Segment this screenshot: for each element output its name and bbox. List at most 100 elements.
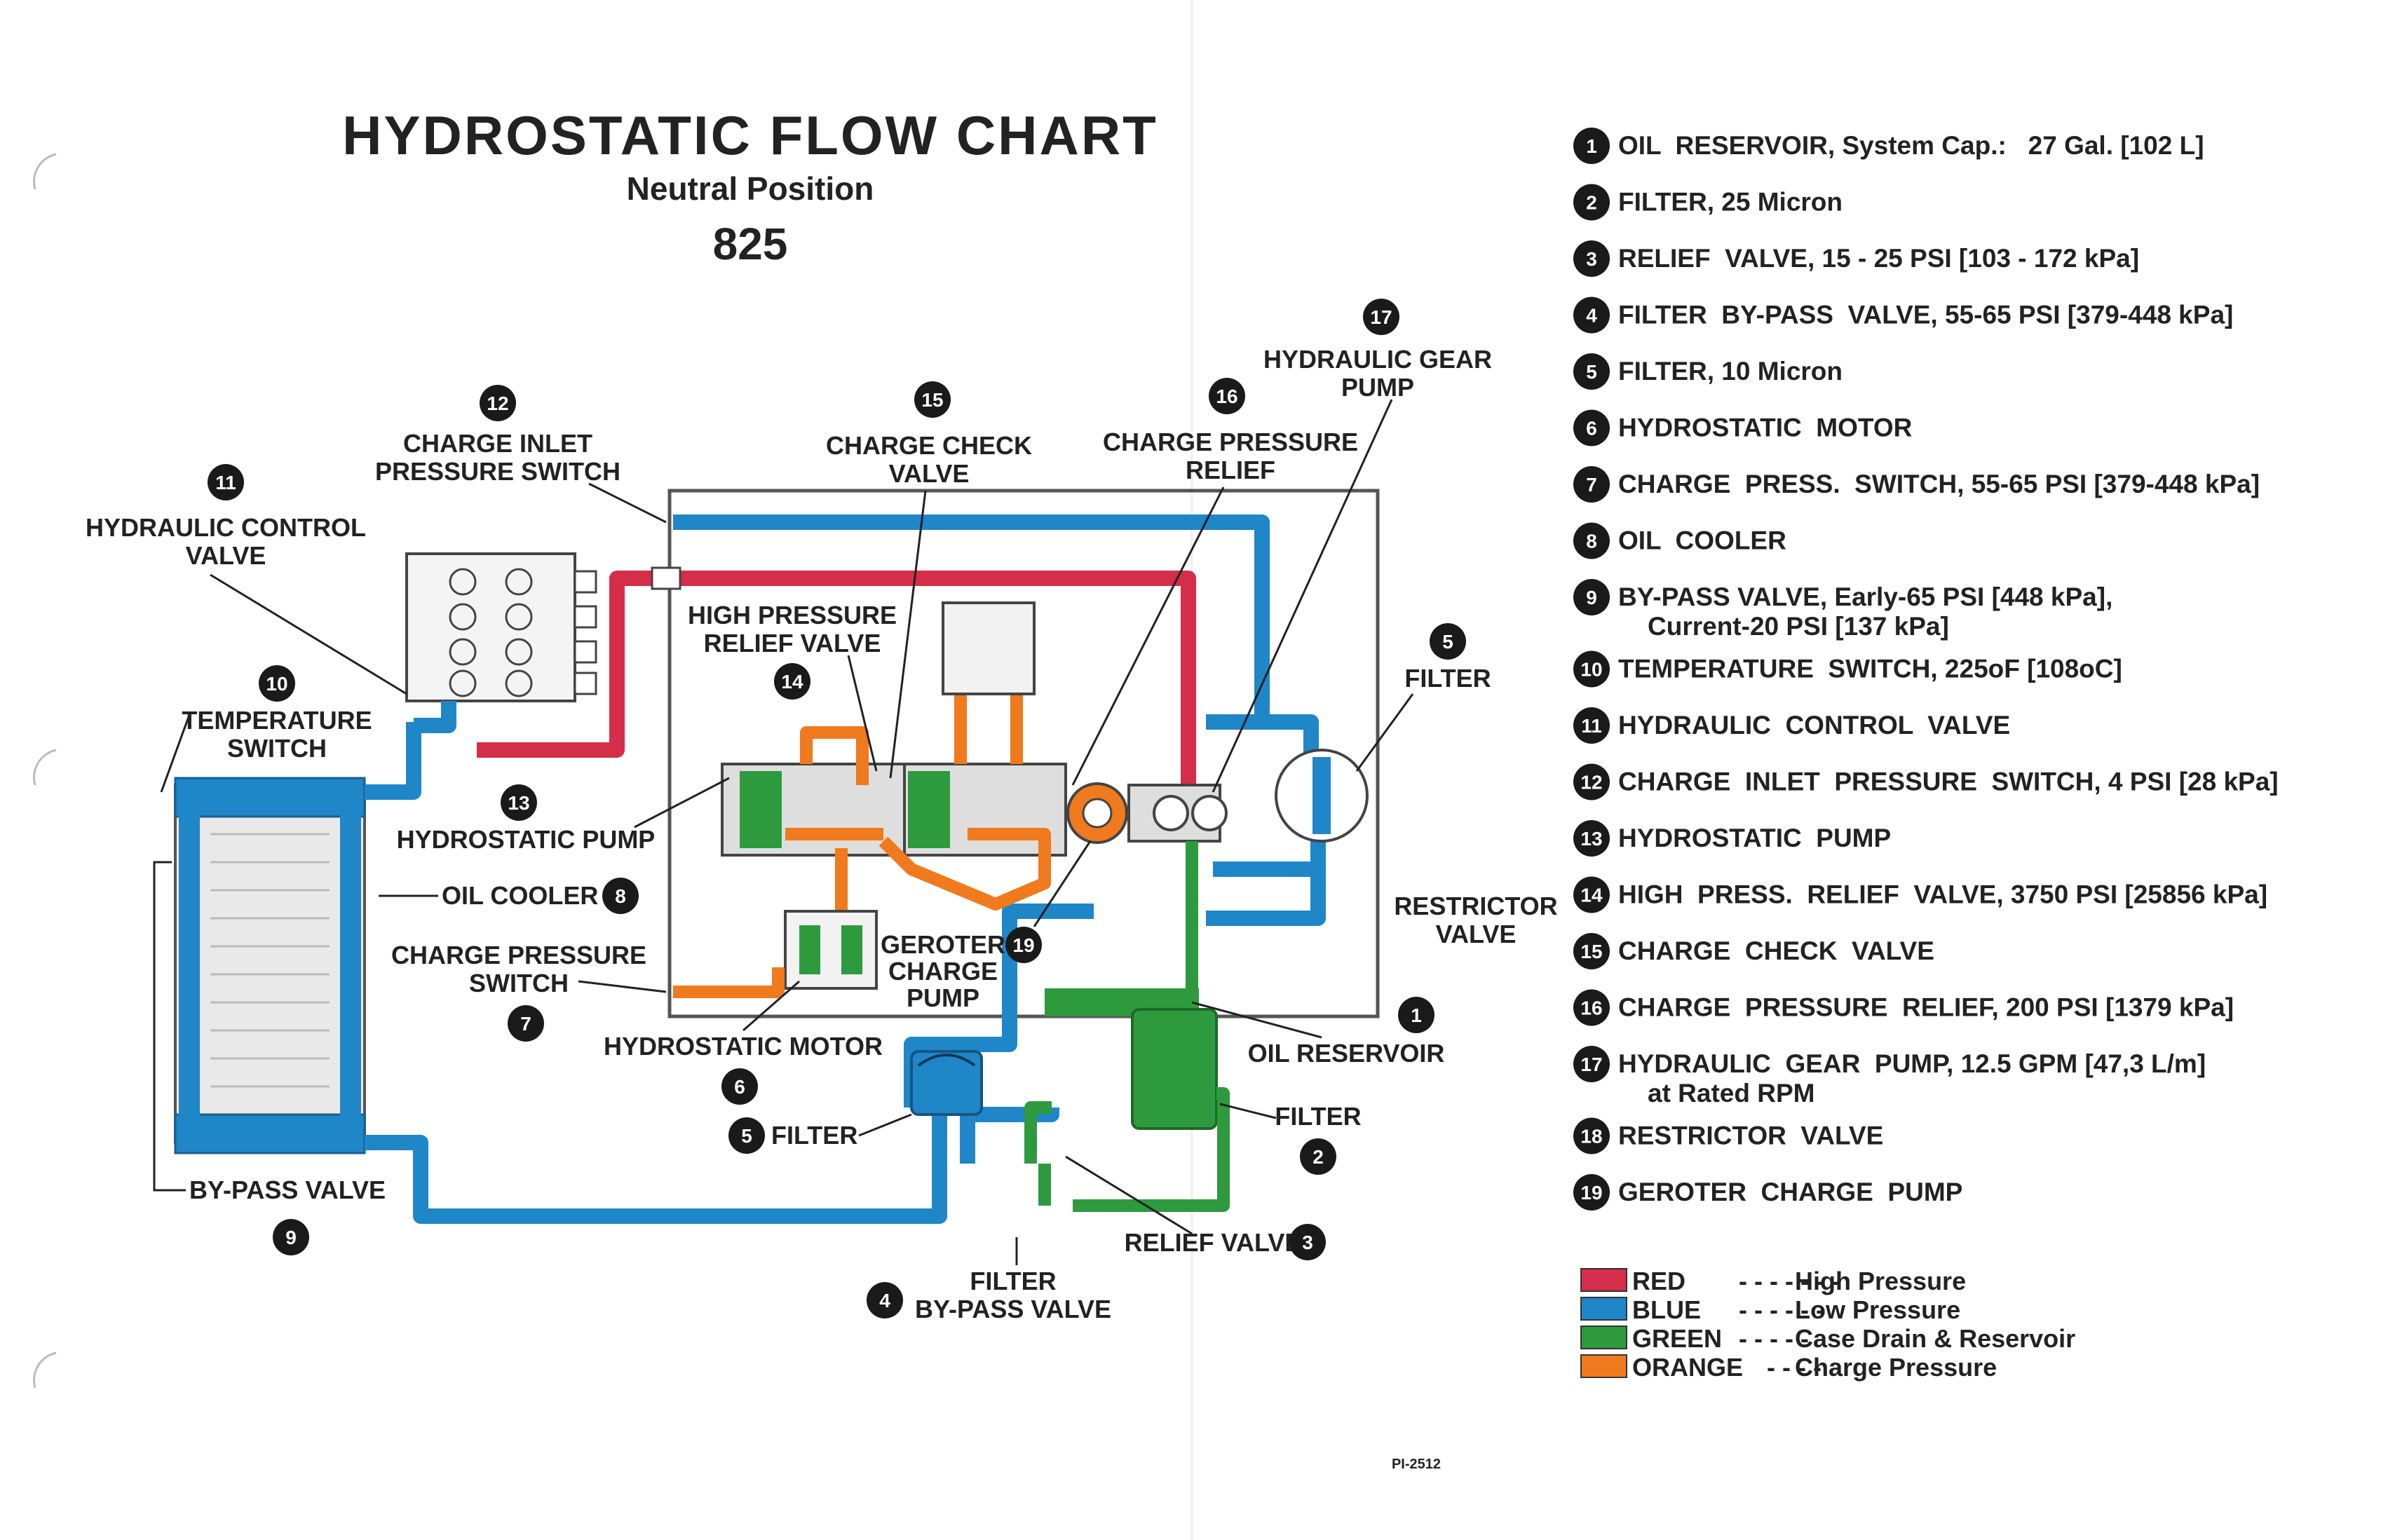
callout-13-label: HYDROSTATIC PUMP <box>397 825 656 854</box>
high-pressure-lines <box>477 566 1196 789</box>
callout-17-badge <box>1363 299 1399 335</box>
key-text: CHARGE INLET PRESSURE SWITCH, 4 PSI [28 … <box>1618 768 2279 796</box>
legend-color-name: ORANGE <box>1632 1353 1743 1382</box>
legend-swatch <box>1580 1268 1627 1292</box>
legend-meaning: Charge Pressure <box>1795 1353 1997 1382</box>
oil-cooler-unit <box>174 777 366 1154</box>
key-text: HYDRAULIC CONTROL VALVE <box>1618 711 2010 740</box>
callout-3-badge <box>1289 1224 1326 1260</box>
callout-5-left-number: 5 <box>741 1125 752 1147</box>
callout-6-number: 6 <box>734 1076 745 1098</box>
key-text: GEROTER CHARGE PUMP <box>1618 1178 1962 1206</box>
callout-3-label: RELIEF VALVE <box>1125 1228 1302 1257</box>
callout-19-badge <box>1005 927 1042 963</box>
key-text: HIGH PRESS. RELIEF VALVE, 3750 PSI [2585… <box>1618 880 2267 909</box>
callout-7-badge <box>508 1005 544 1042</box>
key-text: CHARGE PRESSURE RELIEF, 200 PSI [1379 kP… <box>1618 993 2234 1022</box>
key-badge <box>1573 1117 1610 1154</box>
key-number: 5 <box>1586 361 1597 383</box>
key-text: HYDRAULIC GEAR PUMP, 12.5 GPM [47,3 L/m] <box>1618 1049 2206 1078</box>
key-number: 18 <box>1580 1126 1602 1147</box>
callout-9-number: 9 <box>285 1227 297 1248</box>
callout-9-badge <box>273 1219 309 1255</box>
legend-color-name: RED <box>1632 1267 1685 1295</box>
callout-7-label: CHARGE PRESSURE <box>391 941 646 969</box>
callout-18-label-2: VALVE <box>1436 920 1517 948</box>
legend-row: RED- - - - - - -High Pressure <box>1580 1267 1966 1295</box>
key-badge <box>1573 240 1610 277</box>
key-badge <box>1573 1046 1610 1082</box>
callout-17-number: 17 <box>1370 306 1392 328</box>
key-row: 18 RESTRICTOR VALVE <box>1573 1117 1883 1154</box>
callout-12-label: CHARGE INLET <box>403 429 592 458</box>
charge-pressure-line <box>673 967 785 998</box>
key-number: 1 <box>1586 135 1597 157</box>
key-text: CHARGE CHECK VALVE <box>1618 936 1934 965</box>
schematic <box>174 489 1380 1224</box>
callout-6-badge <box>721 1068 758 1105</box>
key-text: BY-PASS VALVE, Early-65 PSI [448 kPa], <box>1618 582 2112 611</box>
callout-16-number: 16 <box>1216 386 1237 407</box>
callout-15-badge <box>914 381 951 418</box>
callout-14-label: HIGH PRESSURE <box>688 601 897 629</box>
key-badge <box>1573 409 1610 447</box>
callout-10-badge <box>259 665 295 702</box>
key-row: 5 FILTER, 10 Micron <box>1573 353 1843 390</box>
callout-11-badge <box>208 464 244 500</box>
callout-12-label-2: PRESSURE SWITCH <box>375 457 620 486</box>
key-badge <box>1573 820 1610 857</box>
callout-5-right-number: 5 <box>1442 631 1453 653</box>
model-number: 825 <box>713 219 788 269</box>
case-drain-lines <box>1024 841 1230 1212</box>
key-number: 11 <box>1581 715 1602 737</box>
legend-color-name: BLUE <box>1632 1295 1701 1324</box>
callout-13-badge <box>501 784 537 821</box>
key-text: RELIEF VALVE, 15 - 25 PSI [103 - 172 kPa… <box>1618 244 2139 273</box>
key-text: OIL COOLER <box>1618 526 1786 555</box>
page-title: HYDROSTATIC FLOW CHART <box>342 104 1158 166</box>
legend-color-name: GREEN <box>1632 1324 1722 1353</box>
key-number: 2 <box>1586 192 1597 214</box>
binder-holes <box>32 153 57 1389</box>
key-number: 14 <box>1580 885 1603 906</box>
legend-meaning: Low Pressure <box>1795 1295 1960 1324</box>
callout-19-label: GEROTER <box>881 930 1005 959</box>
filter-10-micron <box>910 1050 983 1116</box>
key-row: 16 CHARGE PRESSURE RELIEF, 200 PSI [1379 … <box>1573 989 2234 1026</box>
key-badge <box>1573 579 1610 615</box>
legend-swatch <box>1580 1354 1627 1378</box>
key-badge <box>1573 353 1610 390</box>
callout-15-label: CHARGE CHECK <box>826 431 1032 460</box>
key-text: CHARGE PRESS. SWITCH, 55-65 PSI [379-448… <box>1618 470 2260 498</box>
key-badge <box>1573 128 1610 164</box>
key-number: 3 <box>1586 248 1597 270</box>
callout-1-label: OIL RESERVOIR <box>1248 1039 1445 1068</box>
key-badge <box>1573 1174 1610 1211</box>
callout-12-badge <box>480 385 516 421</box>
legend-dashes: - - - - - - <box>1739 1295 1824 1324</box>
hydrostatic-pump-assembly <box>721 601 1228 990</box>
callout-14-number: 14 <box>781 671 803 693</box>
reservoir-frame <box>667 489 1380 1018</box>
key-text: RESTRICTOR VALVE <box>1618 1122 1883 1150</box>
key-badge <box>1573 707 1610 744</box>
callout-11-number: 11 <box>215 472 236 493</box>
key-badge <box>1573 184 1610 221</box>
key-badge <box>1573 933 1610 969</box>
key-text: FILTER, 10 Micron <box>1618 357 1843 386</box>
callout-7-label-2: SWITCH <box>469 969 569 997</box>
callout-15-label-2: VALVE <box>889 459 970 488</box>
key-row: 11 HYDRAULIC CONTROL VALVE <box>1573 707 2010 744</box>
callout-19-label-3: PUMP <box>907 983 979 1012</box>
key-number: 17 <box>1580 1054 1602 1075</box>
key-number: 16 <box>1580 997 1602 1019</box>
key-badge <box>1573 763 1610 800</box>
